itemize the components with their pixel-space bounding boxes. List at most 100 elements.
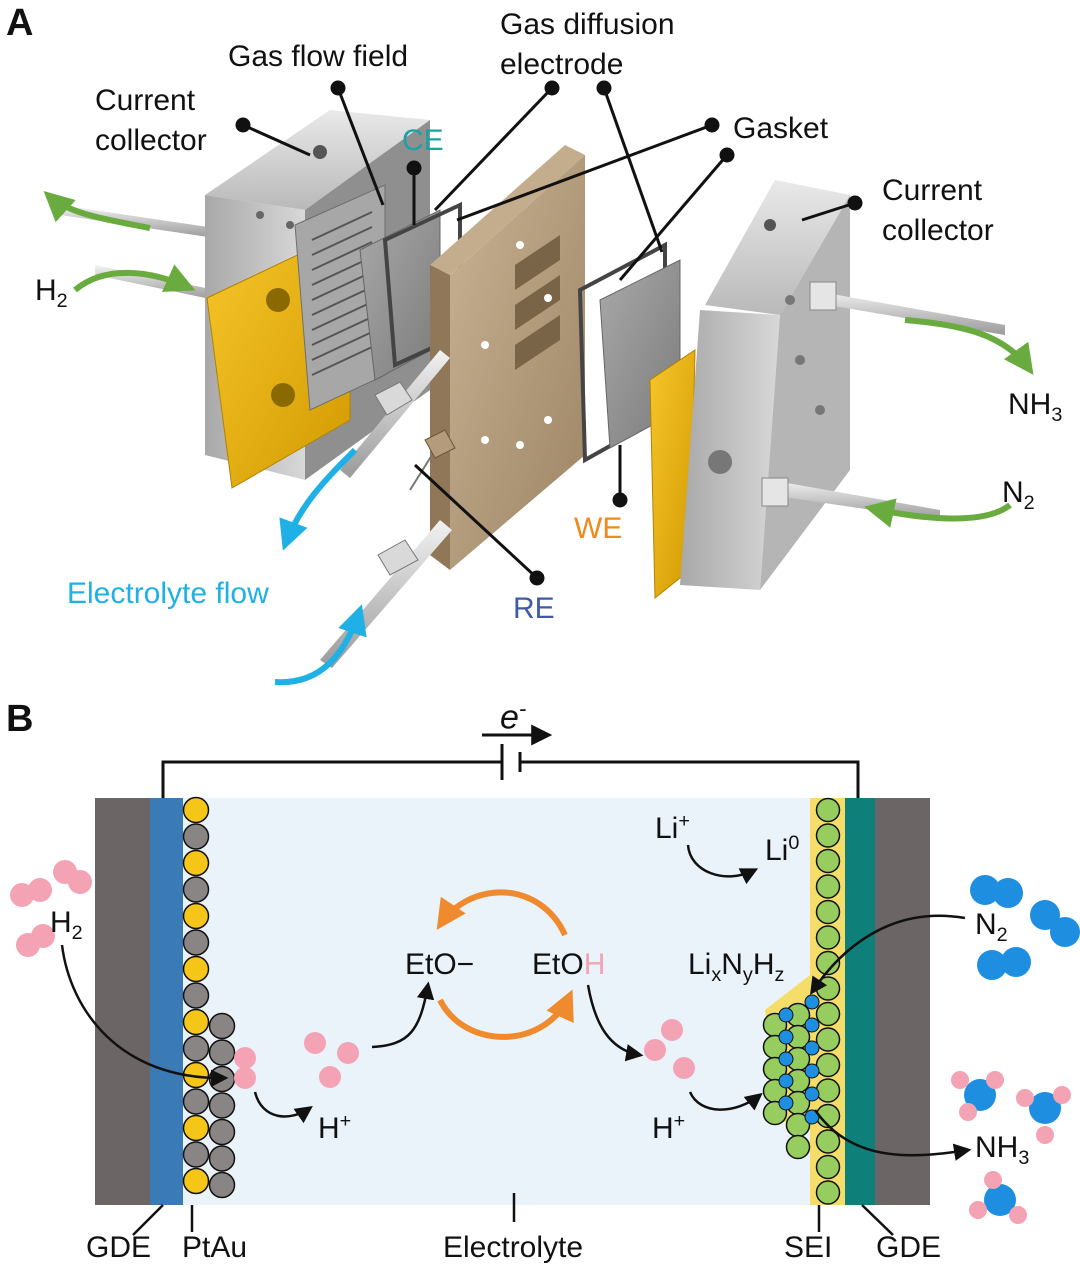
ptau-sphere [182, 1167, 210, 1195]
protonation-arc [437, 989, 574, 1040]
lithium-sphere [815, 797, 841, 823]
n2-label-b: N2 [975, 908, 1008, 946]
nitrogen-sphere [778, 1007, 794, 1023]
panel-a-label: A [6, 2, 34, 44]
ptau-sphere [182, 796, 210, 824]
nh3-label-a: NH3 [1008, 388, 1063, 426]
proton-label-right: H+ [652, 1110, 686, 1145]
ptau-sphere [208, 1039, 236, 1066]
ptau-sphere [182, 1114, 210, 1142]
h2-outflow-arrow [43, 190, 151, 231]
panel-b-leader-lines [132, 1193, 894, 1236]
nitrogen-sphere [778, 1073, 794, 1089]
left-current-collector-label-line1: Current [95, 84, 196, 117]
h-atoms-at-ptau [234, 1019, 695, 1089]
electrolyte-in-arrow [274, 604, 367, 686]
re-label: RE [513, 592, 555, 625]
ptau-sphere [182, 849, 210, 877]
gasket-label: Gasket [733, 112, 829, 145]
lithium-sphere [815, 848, 841, 874]
right-gde-layer [845, 798, 875, 1205]
n2-molecules-right [970, 875, 1080, 980]
gas-flow-field [294, 184, 386, 411]
right-current-collector-label-line2: collector [882, 214, 994, 247]
lithium-sphere [815, 1129, 841, 1154]
external-circuit [161, 724, 860, 798]
proton-label-left: H+ [318, 1110, 352, 1145]
right-current-collector [680, 180, 850, 590]
ptau-label: PtAu [182, 1231, 248, 1264]
electrolyte-label: Electrolyte [443, 1231, 584, 1264]
h2-inflow-arrow [73, 264, 196, 293]
n2-label-a: N2 [1002, 476, 1035, 514]
nitrogen-sphere [804, 1086, 820, 1102]
sei-label: SEI [784, 1231, 833, 1264]
li-metal-label: Li0 [765, 832, 800, 867]
ptau-sphere [182, 876, 210, 903]
ptau-sphere [182, 902, 210, 930]
right-current-collector-label-line1: Current [882, 174, 983, 207]
left-gde-layer [150, 798, 183, 1205]
we-label: WE [574, 512, 623, 545]
h2-label-a: H2 [35, 274, 68, 312]
ptau-sphere [208, 1171, 236, 1199]
lithium-sphere [815, 950, 841, 976]
ethanol-label: EtOH [532, 948, 606, 981]
panel-a-illustration [43, 80, 1034, 686]
ptau-sphere [182, 823, 210, 850]
li-ion-label: Li+ [655, 810, 690, 845]
lithium-sphere [785, 1134, 811, 1160]
n2-inflow-arrow [864, 498, 1012, 528]
lithium-sphere [815, 823, 841, 848]
nh3-label-b: NH3 [975, 1131, 1030, 1169]
left-current-collector-label-line2: collector [95, 124, 207, 157]
ptau-catalyst [182, 796, 236, 1199]
gas-diffusion-electrode-label-line2: electrode [500, 48, 624, 81]
nh3-molecules-right [951, 1071, 1071, 1224]
gde-right-label: GDE [876, 1231, 942, 1264]
ptau-sphere [182, 1035, 210, 1062]
electrolyte-flow-label: Electrolyte flow [67, 577, 269, 610]
ptau-sphere [182, 1088, 210, 1115]
deprotonation-arc [436, 889, 568, 937]
nitrogen-sphere [804, 994, 820, 1010]
lithium-sphere [815, 1027, 841, 1052]
right-gde-backing [875, 798, 930, 1205]
electrolyte-out-arrow [279, 447, 358, 551]
nitrogen-sphere [778, 1051, 794, 1067]
electrolyte-frame [430, 145, 585, 570]
nh3-outflow-arrow [904, 317, 1034, 375]
ptau-sphere [182, 929, 210, 956]
ptau-sphere [182, 982, 210, 1009]
reaction-arrows [60, 844, 972, 1161]
right-gas-pipes [761, 281, 1005, 520]
ptau-sphere [208, 1012, 236, 1040]
gas-diffusion-electrode-label-line1: Gas diffusion [500, 8, 675, 41]
nitrogen-sphere [804, 1063, 820, 1079]
panel-a-leader-lines [235, 80, 863, 586]
lithium-sphere [815, 874, 841, 899]
gas-flow-field-label: Gas flow field [228, 40, 409, 73]
lithium-sphere [815, 1154, 841, 1180]
ethoxide-label: EtO− [405, 948, 475, 981]
h2-molecules-left [10, 860, 92, 957]
left-gde-backing [95, 798, 150, 1205]
lithium-sphere [815, 1001, 841, 1027]
lithium-sphere [815, 925, 841, 950]
ptau-sphere [182, 955, 210, 983]
lithium-sphere [815, 1078, 841, 1103]
panel-b-cell [10, 724, 1080, 1236]
ptau-sphere [208, 1145, 236, 1172]
ptau-sphere [182, 1141, 210, 1168]
lithium-nitride-hydride-label: LixNyHz [688, 948, 785, 986]
lithium-sphere [815, 1180, 841, 1205]
lithium-sphere [815, 899, 841, 925]
ptau-sphere [208, 1092, 236, 1119]
ptau-sphere [182, 1008, 210, 1036]
ce-label: CE [402, 124, 444, 157]
gde-left-label: GDE [86, 1231, 152, 1264]
ptau-sphere [208, 1118, 236, 1146]
electron-label: e- [500, 696, 527, 737]
nitrogen-sphere [804, 1040, 820, 1056]
